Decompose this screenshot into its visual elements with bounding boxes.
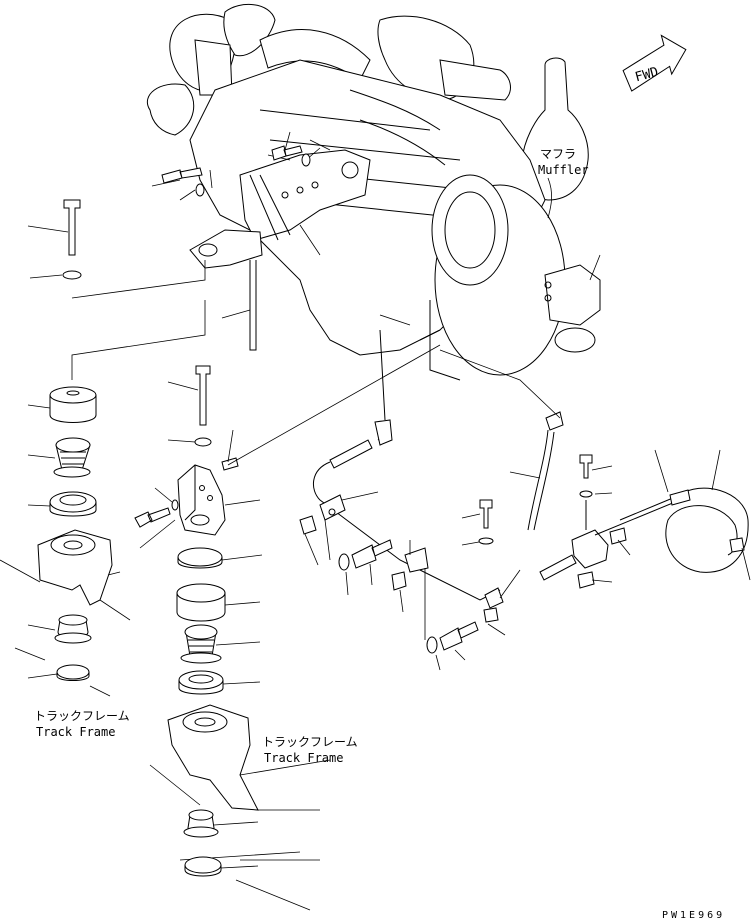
clamp-bolt xyxy=(439,621,479,651)
left-mount-stack: トラックフレーム Track Frame xyxy=(0,199,206,739)
drawing-code: PW1E969 xyxy=(662,910,725,921)
bracket-bolt xyxy=(134,507,171,528)
washer xyxy=(194,437,212,447)
track-frame-left-en: Track Frame xyxy=(36,725,115,739)
washer xyxy=(195,183,205,197)
callout-leaders xyxy=(151,131,601,326)
flywheel-cover xyxy=(431,174,509,286)
fan-blade xyxy=(147,83,195,136)
exhaust-pipe xyxy=(439,59,511,101)
rubber-grommet xyxy=(299,515,317,535)
drain-valve xyxy=(571,529,609,569)
hose-clamp xyxy=(319,494,346,521)
washer xyxy=(478,537,494,545)
hose-cap xyxy=(577,571,595,589)
front-engine-bracket xyxy=(239,149,371,241)
lower-washer xyxy=(56,664,90,680)
washer xyxy=(338,553,350,571)
cushion-ring xyxy=(178,670,224,690)
bolt xyxy=(161,167,203,184)
valve-nut xyxy=(609,527,627,545)
hose-clamp xyxy=(404,547,429,573)
drain-hose-coil xyxy=(619,487,749,573)
fwd-arrow-icon xyxy=(622,34,687,92)
drain-tube xyxy=(527,429,555,531)
clamp-bolt xyxy=(579,454,593,479)
dipstick xyxy=(249,260,257,351)
hose-clamp xyxy=(484,587,504,609)
center-mount-stack: トラックフレーム Track Frame xyxy=(134,344,441,911)
muffler-callout: マフラ Muffler xyxy=(538,147,589,219)
spacer-collar xyxy=(483,607,499,623)
left-mount-bracket xyxy=(189,229,263,269)
washer xyxy=(301,153,311,167)
muffler-label-jp: マフラ xyxy=(540,147,576,161)
starter-motor xyxy=(544,264,601,326)
washer xyxy=(426,636,438,654)
clamp-bolt xyxy=(351,539,393,569)
washer xyxy=(579,490,593,498)
forward-direction-indicator: FWD xyxy=(622,34,687,92)
starter-end xyxy=(554,327,596,353)
washer xyxy=(62,270,82,280)
drain-hose-assembly xyxy=(299,329,751,671)
track-frame-left-jp: トラックフレーム xyxy=(34,709,130,723)
spacer-plate xyxy=(177,547,223,567)
track-frame-right-en: Track Frame xyxy=(264,751,343,765)
mount-bolt xyxy=(63,199,81,256)
spacer-collar xyxy=(391,571,407,591)
mount-bolt xyxy=(195,365,211,426)
track-frame-right-jp: トラックフレーム xyxy=(262,735,358,749)
engine-assembly xyxy=(147,3,601,381)
muffler-label-en: Muffler xyxy=(538,163,589,177)
intake-pipe xyxy=(259,29,371,81)
bolt xyxy=(271,145,303,161)
rear-mount-bracket xyxy=(177,464,226,536)
washer xyxy=(171,499,179,511)
fwd-label: FWD xyxy=(634,65,661,86)
hose-fitting xyxy=(329,439,373,469)
hose-elbow xyxy=(374,419,393,446)
tube-elbow xyxy=(545,411,564,431)
clamp-bolt xyxy=(479,499,493,529)
lower-washer xyxy=(184,856,222,874)
